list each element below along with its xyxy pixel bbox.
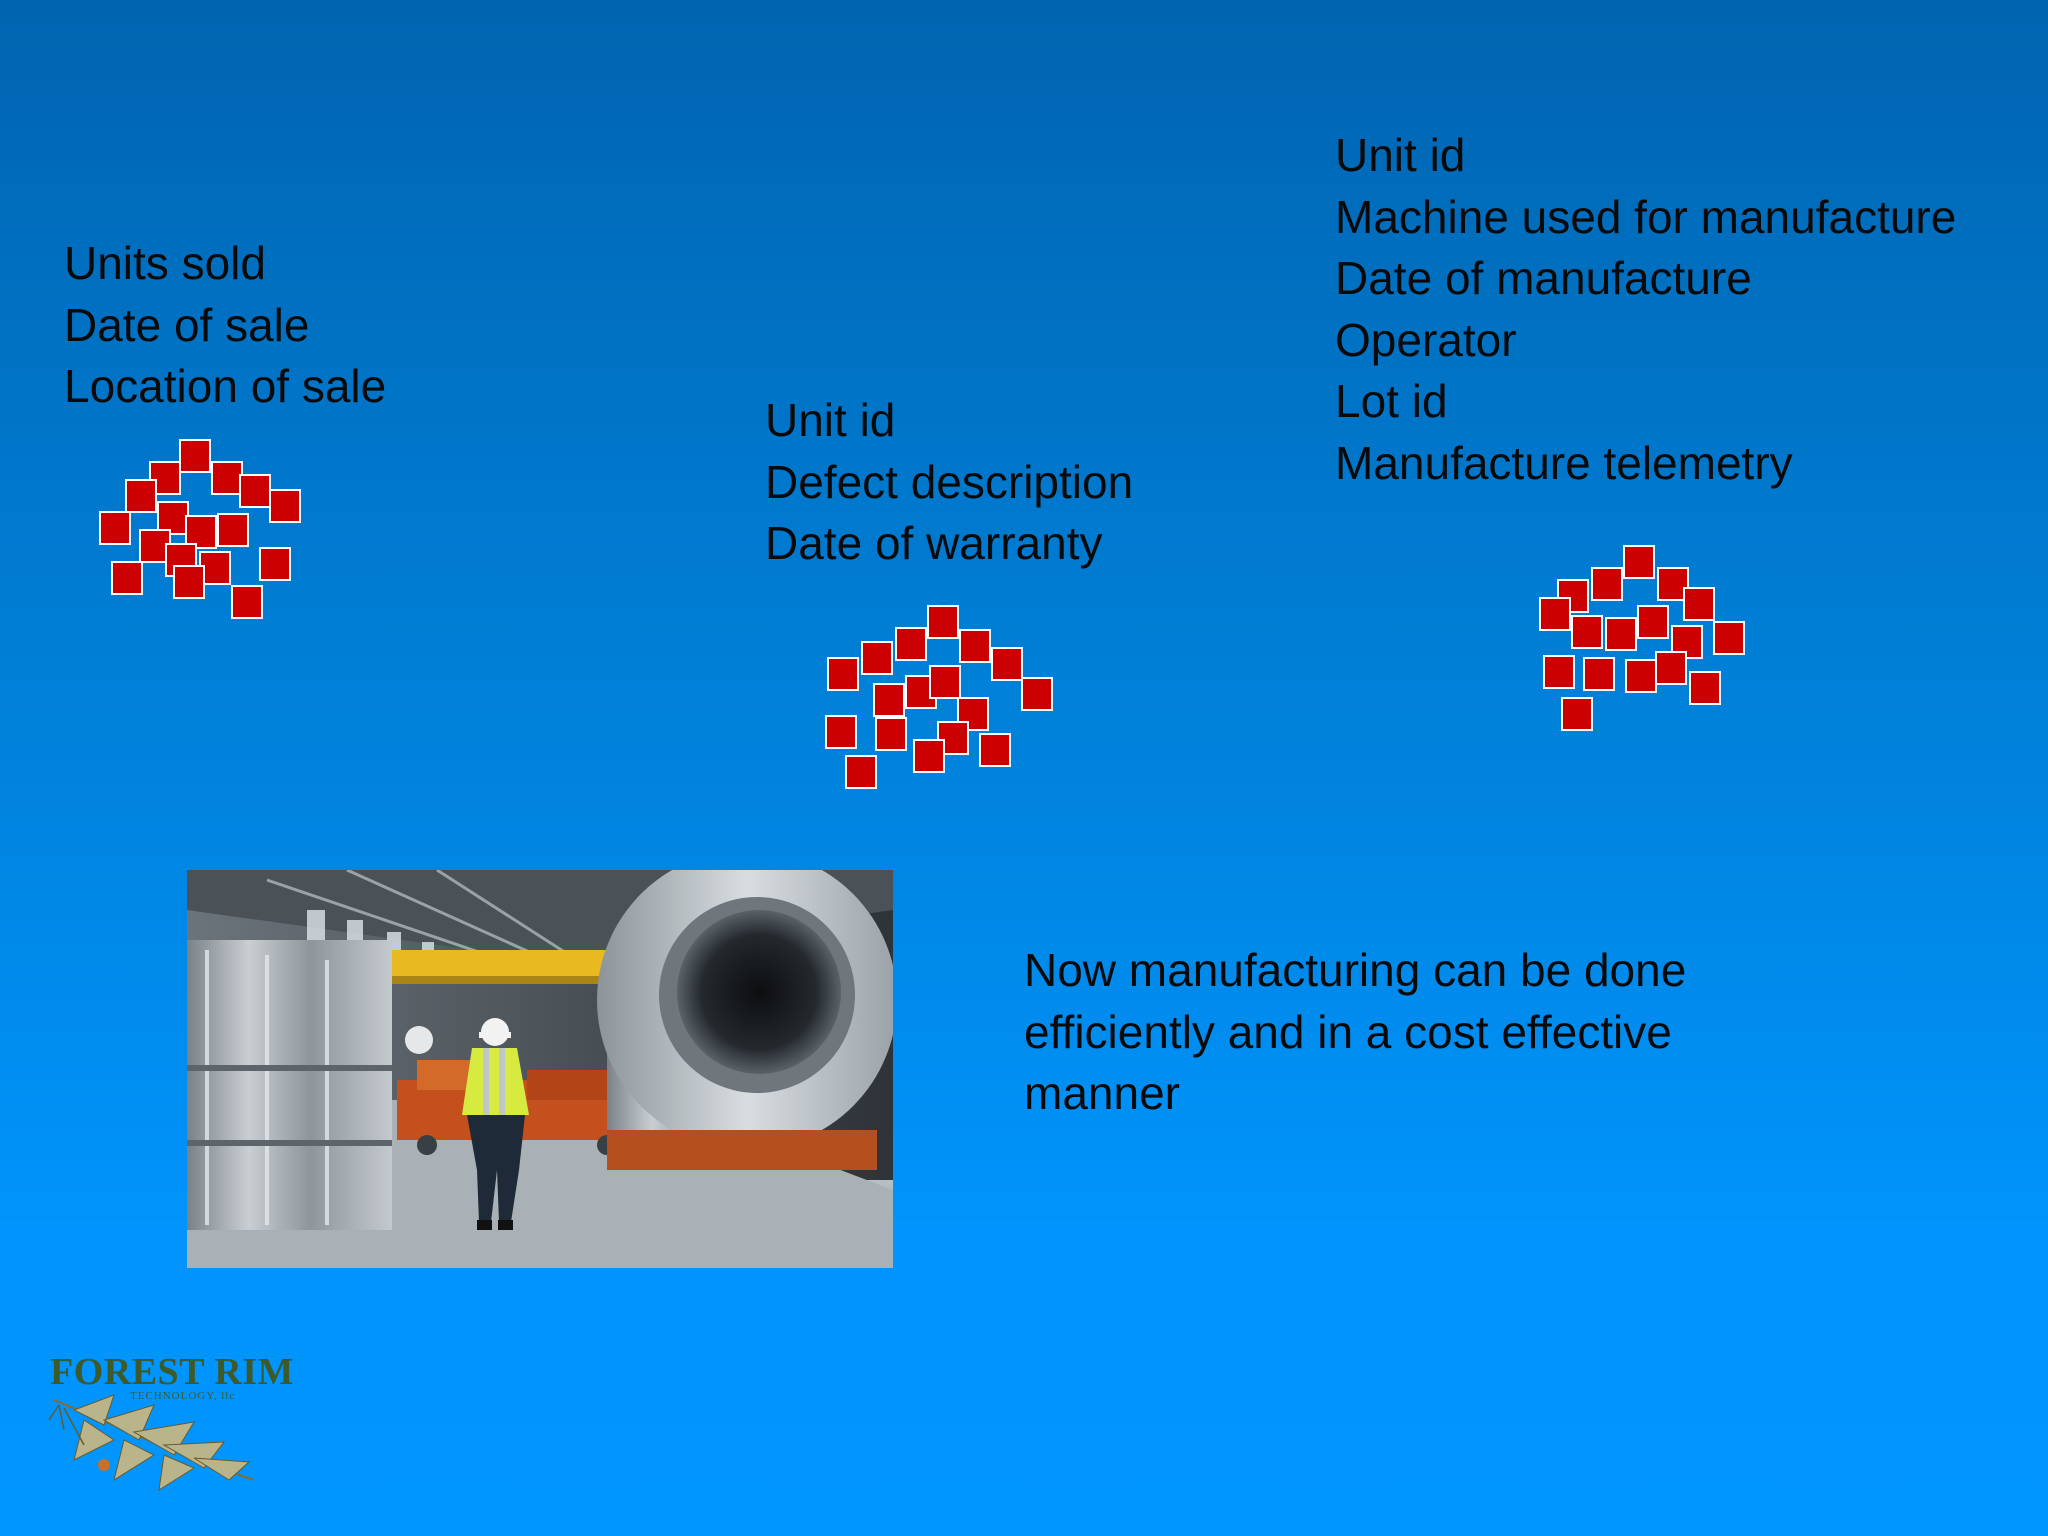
summary-line: manner — [1024, 1067, 1180, 1119]
manufacture-data-cluster-icon — [1539, 545, 1745, 741]
data-square — [157, 501, 189, 535]
summary-line: Now manufacturing can be done — [1024, 944, 1687, 996]
data-square — [873, 683, 905, 717]
data-square — [959, 629, 991, 663]
data-square — [179, 439, 211, 473]
data-square — [1583, 657, 1615, 691]
data-square — [1571, 615, 1603, 649]
field-label: Unit id — [765, 394, 896, 446]
warranty-data-fields: Unit id Defect description Date of warra… — [765, 390, 1133, 575]
data-square — [1021, 677, 1053, 711]
data-square — [239, 474, 271, 508]
data-square — [1683, 587, 1715, 621]
forest-rim-logo: FOREST RIM TECHNOLOGY, llc — [44, 1350, 294, 1500]
warranty-data-cluster-icon — [822, 605, 1053, 801]
data-square — [1591, 567, 1623, 601]
data-square — [875, 717, 907, 751]
data-square — [217, 513, 249, 547]
logo-subtitle: TECHNOLOGY, llc — [130, 1390, 236, 1402]
data-square — [211, 461, 243, 495]
data-squares-graphic — [99, 439, 301, 619]
data-square — [1623, 545, 1655, 579]
field-label: Operator — [1335, 313, 1517, 366]
field-label: Date of manufacture — [1335, 252, 1752, 304]
data-square — [1713, 621, 1745, 655]
data-square — [99, 511, 131, 545]
data-squares-graphic — [1539, 545, 1745, 731]
data-square — [991, 647, 1023, 681]
data-square — [1689, 671, 1721, 705]
manufacture-data-fields: Unit id Machine used for manufacture Dat… — [1335, 125, 1956, 494]
data-square — [1655, 651, 1687, 685]
factory-worker-photo — [187, 870, 893, 1268]
data-square — [845, 755, 877, 789]
data-square — [1657, 567, 1689, 601]
field-label: Defect description — [765, 455, 1134, 508]
data-square — [185, 515, 217, 549]
data-square — [231, 585, 263, 619]
data-square — [929, 665, 961, 699]
data-square — [927, 605, 959, 639]
data-square — [259, 547, 291, 581]
field-label: Lot id — [1335, 375, 1448, 427]
field-label: Machine used for manufacture — [1335, 190, 1957, 243]
logo-title: FOREST RIM — [50, 1351, 294, 1393]
data-square — [979, 733, 1011, 767]
field-label: Unit id — [1335, 129, 1466, 181]
data-square — [1625, 659, 1657, 693]
field-label: Date of sale — [64, 298, 310, 351]
data-square — [827, 657, 859, 691]
field-label: Units sold — [64, 237, 266, 289]
data-square — [1637, 605, 1669, 639]
data-square — [825, 715, 857, 749]
data-square — [895, 627, 927, 661]
data-square — [913, 739, 945, 773]
data-squares-graphic — [825, 605, 1053, 789]
data-square — [111, 561, 143, 595]
data-square — [1543, 655, 1575, 689]
data-square — [1605, 617, 1637, 651]
field-label: Location of sale — [64, 360, 387, 412]
data-square — [125, 479, 157, 513]
palm-frond-icon — [48, 1394, 255, 1491]
data-square — [269, 489, 301, 523]
summary-statement: Now manufacturing can be done efficientl… — [1024, 940, 1686, 1125]
data-square — [1539, 597, 1571, 631]
sales-data-cluster-icon — [99, 439, 301, 635]
field-label: Manufacture telemetry — [1335, 436, 1793, 489]
data-square — [1561, 697, 1593, 731]
data-square — [861, 641, 893, 675]
field-label: Date of warranty — [765, 517, 1103, 569]
data-square — [173, 565, 205, 599]
sales-data-fields: Units sold Date of sale Location of sale — [64, 233, 386, 418]
summary-line: efficiently and in a cost effective — [1024, 1005, 1672, 1058]
